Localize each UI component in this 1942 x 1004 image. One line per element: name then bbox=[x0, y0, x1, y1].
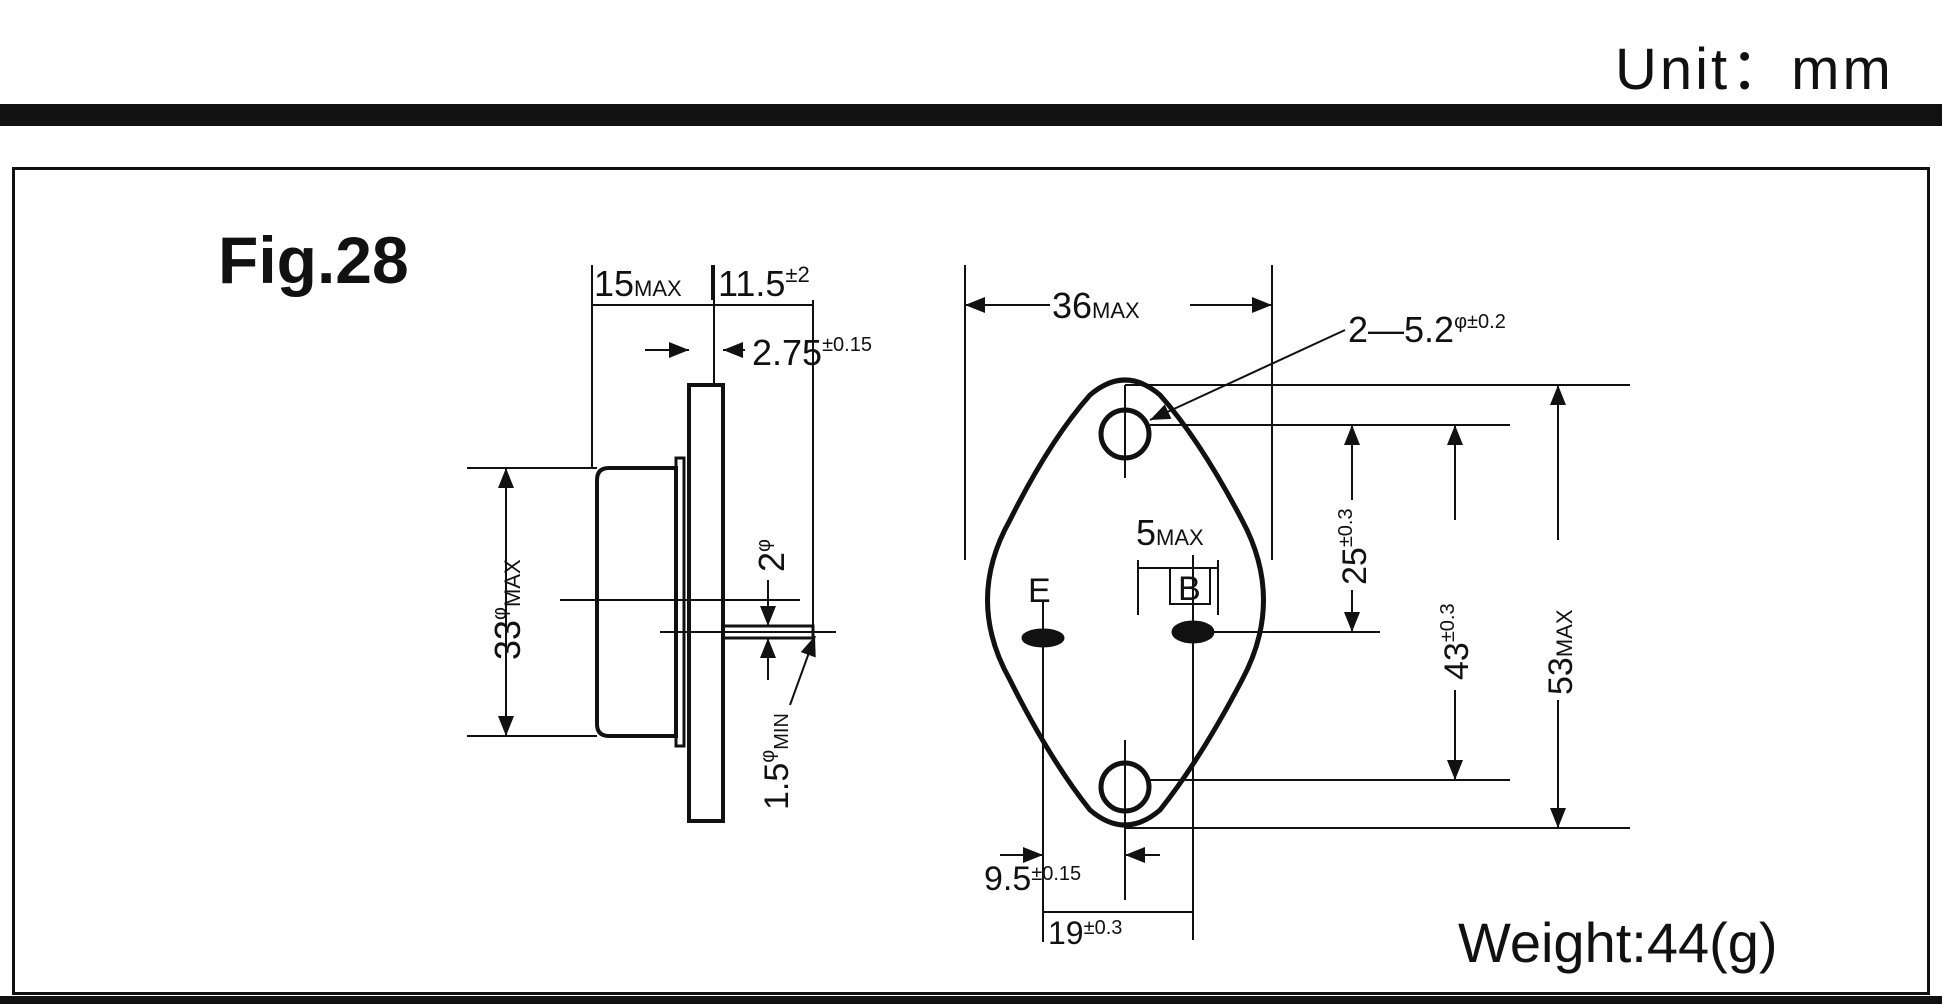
unit-label: Unit：mm bbox=[1615, 37, 1894, 102]
dim-1-5-sub: MIN bbox=[771, 713, 793, 750]
dim-1-5: 1.5 bbox=[758, 763, 796, 810]
svg-text:43±0.3: 43±0.3 bbox=[1437, 603, 1476, 680]
svg-text:33φMAX: 33φMAX bbox=[487, 559, 528, 660]
bottom-rule bbox=[0, 996, 1942, 1004]
can-body bbox=[595, 466, 678, 738]
dim-19: 19 bbox=[1048, 915, 1084, 951]
dim-33-phi: φ bbox=[489, 607, 511, 620]
figure-title: Fig.28 bbox=[218, 223, 409, 297]
svg-text:2.75±0.15: 2.75±0.15 bbox=[752, 332, 872, 373]
dim-9-5-tol: ±0.15 bbox=[1031, 863, 1081, 885]
dim-43-tol: ±0.3 bbox=[1437, 603, 1459, 642]
svg-text:5MAX: 5MAX bbox=[1136, 512, 1204, 553]
dim-25: 25 bbox=[1336, 547, 1374, 585]
flange bbox=[687, 383, 725, 823]
dim-15-sub: MAX bbox=[634, 276, 682, 301]
can-step bbox=[674, 456, 686, 748]
side-view bbox=[467, 265, 836, 823]
dim-25-tol: ±0.3 bbox=[1335, 508, 1357, 547]
pin-label-b: B bbox=[1178, 570, 1201, 608]
dim-2-phi: φ bbox=[753, 539, 775, 552]
svg-text:11.5±2: 11.5±2 bbox=[718, 262, 810, 304]
svg-text:53MAX: 53MAX bbox=[1542, 609, 1580, 695]
pin-label-e: E bbox=[1028, 572, 1051, 610]
dim-36-sub: MAX bbox=[1092, 298, 1140, 323]
top-view bbox=[964, 265, 1630, 942]
svg-text:25±0.3: 25±0.3 bbox=[1335, 508, 1374, 585]
dim-2-75: 2.75 bbox=[752, 332, 822, 373]
weight-label: Weight:44(g) bbox=[1458, 911, 1778, 974]
svg-text:19±0.3: 19±0.3 bbox=[1048, 915, 1122, 951]
package-outline bbox=[985, 377, 1266, 828]
dim-2: 2 bbox=[751, 552, 792, 572]
dim-19-tol: ±0.3 bbox=[1084, 917, 1123, 939]
dim-36: 36 bbox=[1052, 285, 1092, 326]
svg-text:15MAX: 15MAX bbox=[594, 263, 682, 304]
svg-text:2—5.2φ±0.2: 2—5.2φ±0.2 bbox=[1348, 309, 1506, 350]
dim-33: 33 bbox=[487, 620, 528, 660]
dim-5: 5 bbox=[1136, 512, 1156, 553]
dim-2-75-tol: ±0.15 bbox=[822, 334, 872, 356]
hole-callout: 2—5.2 bbox=[1348, 309, 1454, 350]
dim-15: 15 bbox=[594, 263, 634, 304]
svg-text:36MAX: 36MAX bbox=[1052, 285, 1140, 326]
figure-frame bbox=[12, 167, 1930, 995]
hole-callout-tol: φ±0.2 bbox=[1454, 311, 1506, 333]
svg-text:2φ: 2φ bbox=[751, 539, 792, 572]
dim-11-5: 11.5 bbox=[718, 263, 785, 304]
dim-53: 53 bbox=[1542, 657, 1580, 695]
dim-9-5: 9.5 bbox=[984, 860, 1031, 898]
top-rule bbox=[0, 104, 1942, 126]
dim-43: 43 bbox=[1438, 642, 1476, 680]
svg-text:9.5±0.15: 9.5±0.15 bbox=[984, 860, 1081, 898]
svg-text:1.5φMIN: 1.5φMIN bbox=[757, 713, 796, 810]
dim-11-5-tol: ±2 bbox=[785, 262, 809, 287]
dim-33-sub: MAX bbox=[500, 559, 525, 607]
dim-53-sub: MAX bbox=[1552, 609, 1577, 657]
dim-1-5-phi: φ bbox=[757, 750, 779, 763]
dim-5-sub: MAX bbox=[1156, 525, 1204, 550]
